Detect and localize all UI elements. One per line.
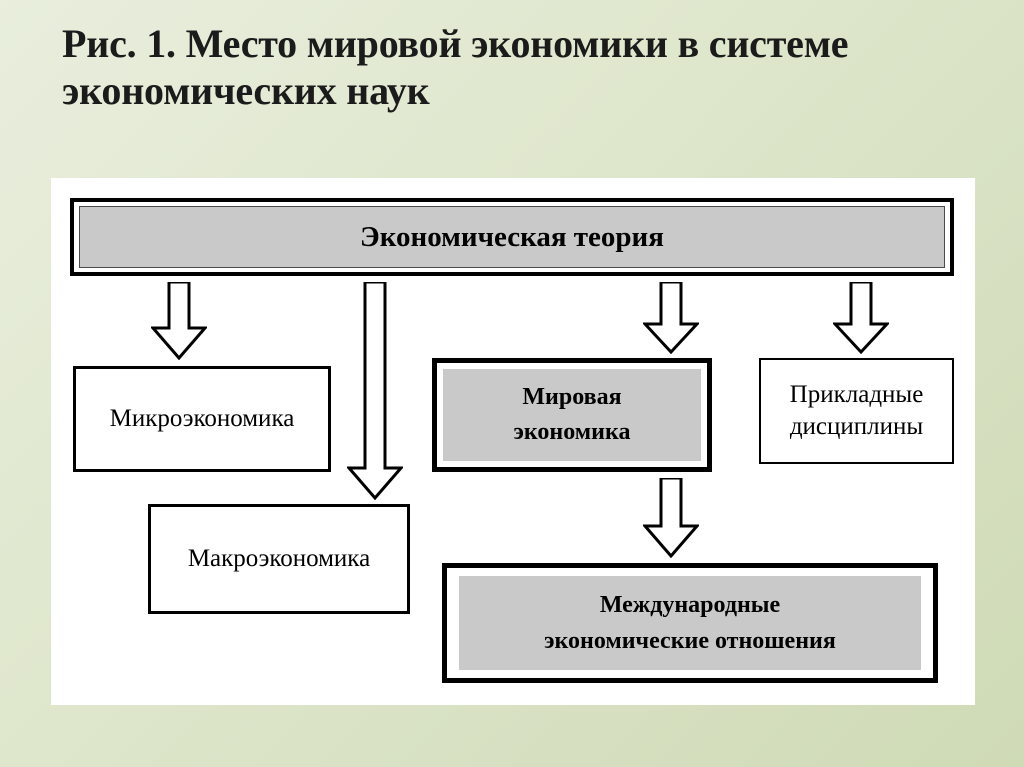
- node-international-economic-relations: Международные экономические отношения: [442, 563, 938, 683]
- node-international-label-line2: экономические отношения: [544, 628, 836, 654]
- node-applied-disciplines-label-line1: Прикладные: [789, 380, 924, 408]
- node-world-economy-fill: Мировая экономика: [443, 369, 701, 461]
- node-microeconomics: Микроэкономика: [73, 366, 331, 472]
- node-macroeconomics-label: Макроэкономика: [187, 545, 371, 572]
- node-international-label-line1: Международные: [599, 592, 781, 618]
- node-applied-disciplines-label-line2: дисциплины: [789, 413, 924, 440]
- arrow-theory-to-macro: [347, 282, 403, 500]
- node-microeconomics-label: Микроэкономика: [109, 405, 295, 432]
- node-world-economy: Мировая экономика: [432, 358, 712, 472]
- node-economic-theory-label: Экономическая теория: [360, 220, 664, 253]
- page-title: Рис. 1. Место мировой экономики в систем…: [62, 21, 849, 114]
- node-economic-theory-fill: Экономическая теория: [79, 206, 945, 268]
- arrow-theory-to-world-economy: [643, 282, 699, 354]
- node-macroeconomics: Макроэкономика: [148, 504, 410, 614]
- node-world-economy-label-line2: экономика: [513, 419, 631, 445]
- arrow-world-economy-to-international: [643, 478, 699, 558]
- arrow-theory-to-micro: [151, 282, 207, 360]
- node-applied-disciplines: Прикладные дисциплины: [759, 358, 954, 464]
- node-international-economic-relations-fill: Международные экономические отношения: [459, 576, 921, 670]
- node-economic-theory: Экономическая теория: [70, 198, 954, 276]
- arrow-theory-to-applied: [833, 282, 889, 354]
- node-world-economy-label-line1: Мировая: [522, 384, 622, 411]
- diagram-panel: Экономическая теория: [51, 178, 975, 705]
